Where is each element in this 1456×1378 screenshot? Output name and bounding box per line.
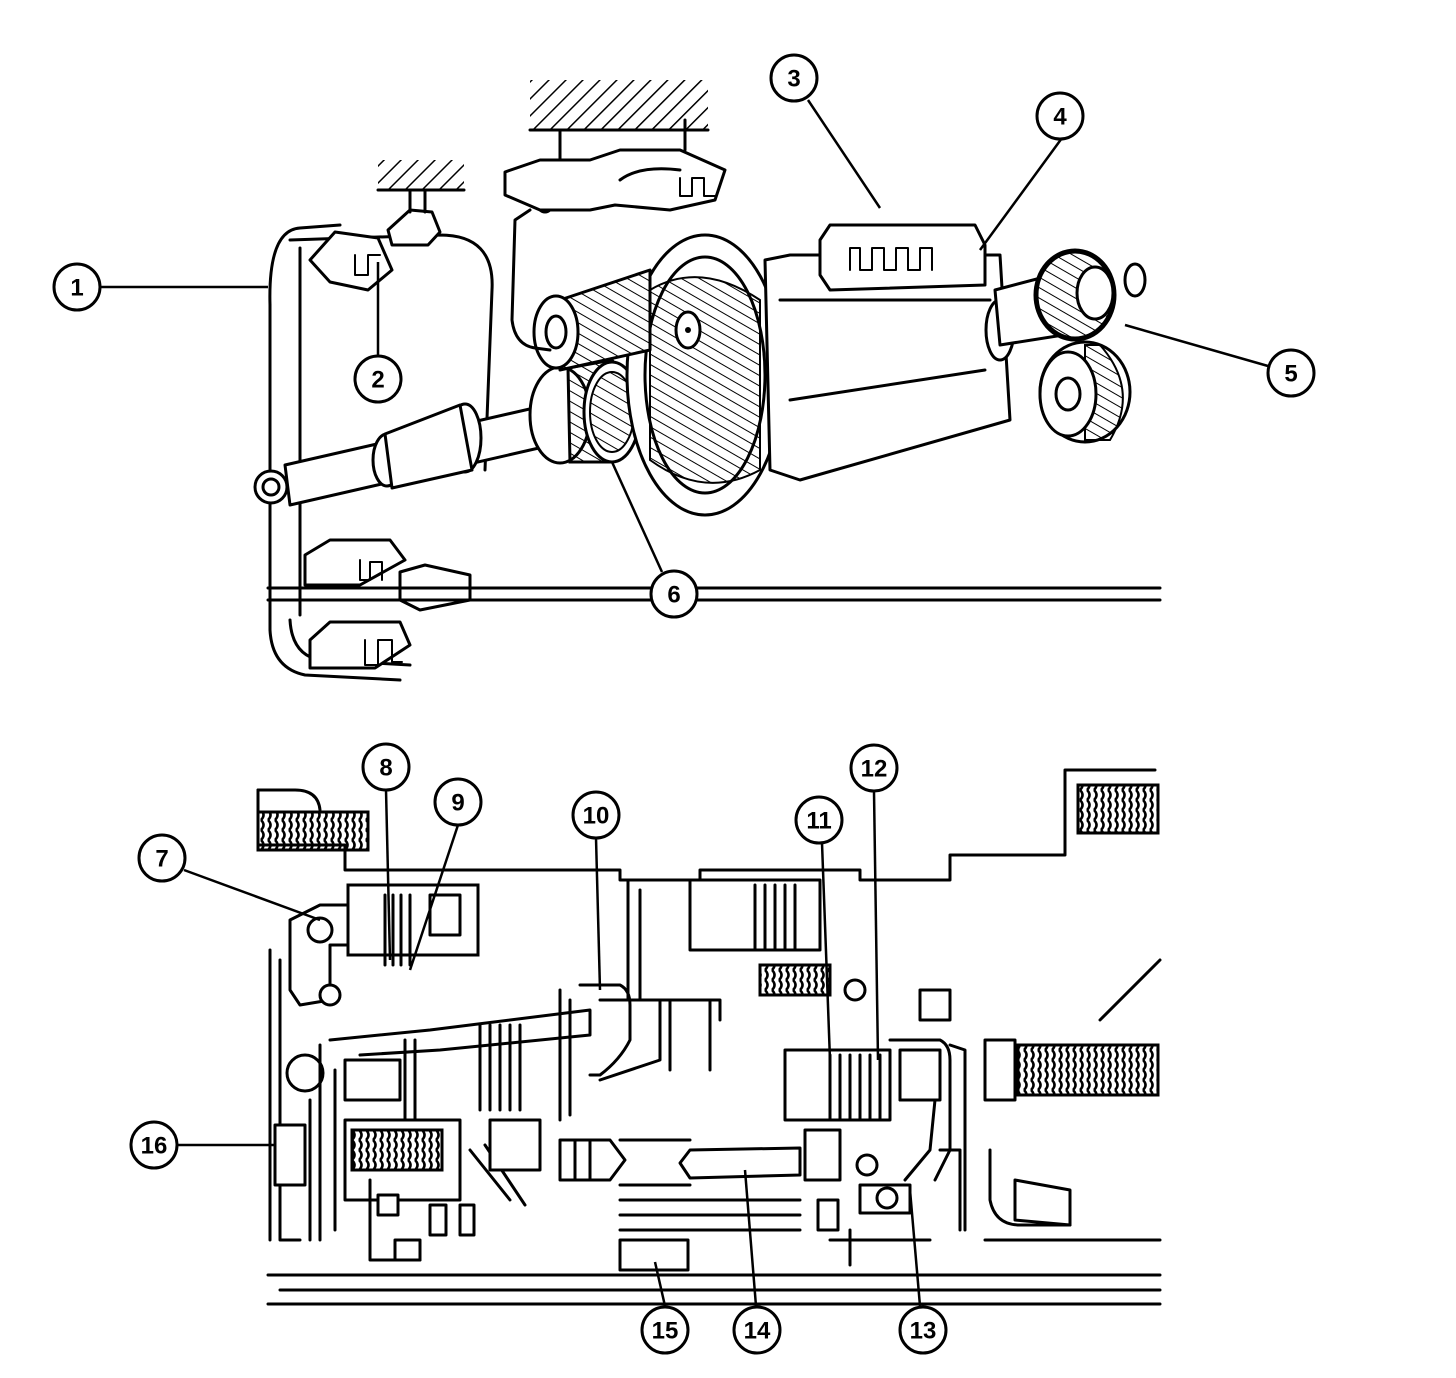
leader-lines [100,99,1269,1307]
callout-10-label: 10 [583,803,610,830]
callout-16-label: 16 [141,1133,168,1160]
callout-5-label: 5 [1284,361,1297,388]
callout-1-label: 1 [70,275,83,302]
callout-12: 12 [849,743,899,793]
callout-7: 7 [137,833,187,883]
callout-15: 15 [640,1305,690,1355]
callout-4-label: 4 [1053,104,1067,131]
planetary-gearset-illustration [253,80,1147,682]
callout-16: 16 [129,1120,179,1170]
callout-11-label: 11 [806,808,831,835]
callout-2: 2 [353,354,403,404]
callout-4: 4 [1035,91,1085,141]
callout-6: 6 [649,569,699,619]
callout-3-label: 3 [787,66,800,93]
callout-10: 10 [571,790,621,840]
callout-1: 1 [52,262,102,312]
callout-9: 9 [433,777,483,827]
callout-3: 3 [769,53,819,103]
callout-2-label: 2 [371,367,384,394]
callout-7-label: 7 [155,846,168,873]
callout-6-label: 6 [667,582,680,609]
callouts: 1 2 3 4 5 6 7 8 [52,53,1316,1355]
callout-9-label: 9 [451,790,464,817]
callout-14: 14 [732,1305,782,1355]
callout-12-label: 12 [861,756,888,783]
ground-hatch-mid [530,80,708,130]
callout-14-label: 14 [744,1318,771,1345]
callout-11: 11 [794,795,844,845]
callout-8-label: 8 [379,755,392,782]
ground-hatch-left [378,160,464,190]
callout-13-label: 13 [910,1318,937,1345]
callout-15-label: 15 [652,1318,679,1345]
callout-8: 8 [361,742,411,792]
transmission-cross-section [256,586,1162,1306]
callout-5: 5 [1266,348,1316,398]
callout-13: 13 [898,1305,948,1355]
